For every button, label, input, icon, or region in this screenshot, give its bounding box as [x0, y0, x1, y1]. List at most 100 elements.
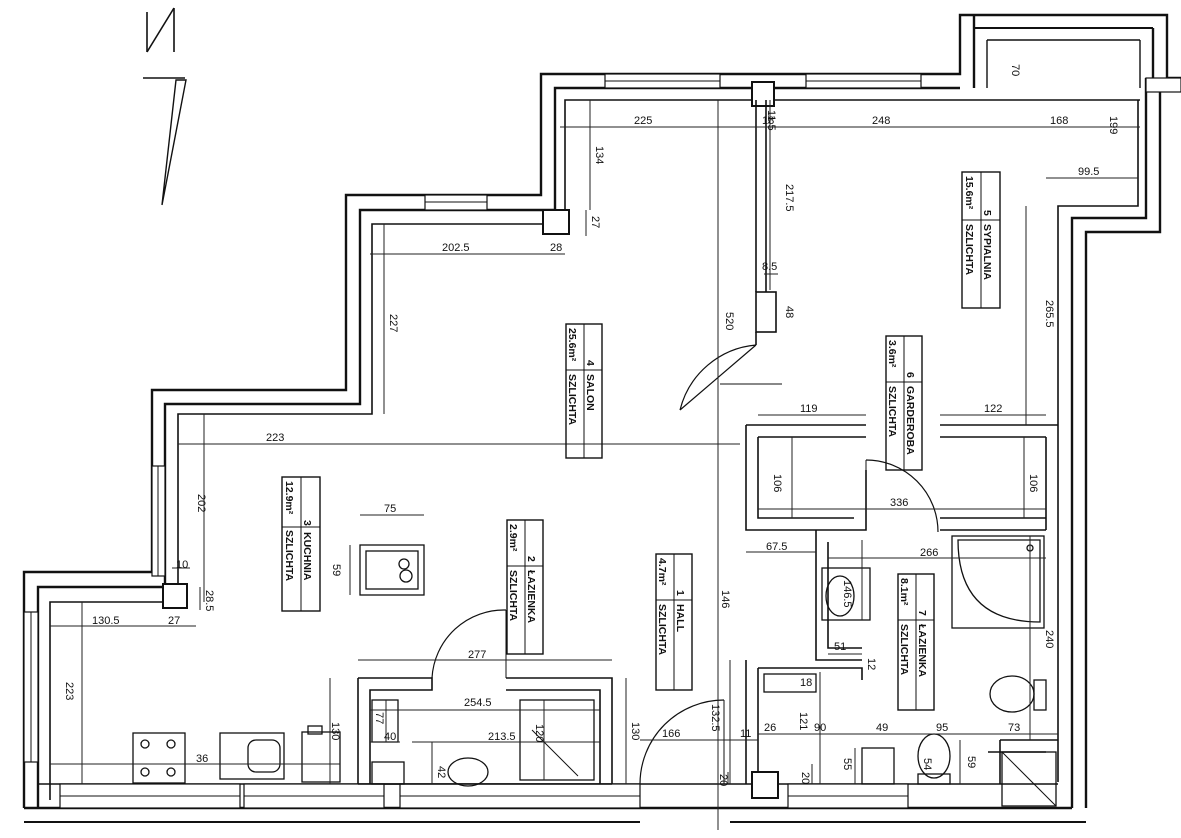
room-number: 6	[904, 372, 916, 378]
dim-120: 120	[533, 724, 545, 742]
dim-20a: 20	[717, 774, 729, 786]
dim-130a: 130	[329, 722, 341, 740]
dim-168: 168	[1050, 115, 1068, 127]
room-finish: SZLICHTA	[886, 386, 898, 438]
room-number: 4	[584, 360, 596, 366]
dim-73: 73	[1008, 722, 1020, 734]
dim-122: 122	[984, 403, 1002, 415]
dim-59b: 59	[965, 756, 977, 768]
room-label-hall: 1 HALL 4.7m² SZLICHTA	[655, 553, 693, 691]
dim-28: 28	[550, 242, 562, 254]
dim-223b: 223	[63, 682, 75, 700]
dim-48: 48	[783, 306, 795, 318]
dim-51: 51	[834, 641, 846, 653]
doors	[431, 344, 939, 785]
dim-36: 36	[196, 753, 208, 765]
room-finish: SZLICHTA	[566, 374, 578, 426]
dim-20b: 20	[799, 772, 811, 784]
room-name: GARDEROBA	[904, 386, 916, 455]
dim-119: 119	[800, 403, 818, 415]
room-number: 2	[525, 556, 537, 562]
dim-336: 336	[890, 497, 908, 509]
room-name: SYPIALNIA	[981, 224, 993, 280]
dim-130b: 130	[629, 722, 641, 740]
room-area: 8.1m²	[898, 578, 910, 606]
room-area: 4.7m²	[656, 558, 668, 586]
dim-95: 95	[936, 722, 948, 734]
room-finish: SZLICHTA	[283, 530, 295, 582]
dim-202: 202	[195, 494, 207, 512]
dim-67-5: 67.5	[766, 541, 787, 553]
room-finish: SZLICHTA	[898, 624, 910, 676]
dim-240: 240	[1043, 630, 1055, 648]
room-label-salon: 4 SALON 25.6m² SZLICHTA	[565, 323, 603, 459]
dim-265-5: 265.5	[1043, 300, 1055, 328]
dimension-lines	[50, 100, 1140, 830]
room-number: 3	[301, 520, 313, 526]
room-area: 3.6m²	[886, 340, 898, 368]
dim-59a: 59	[330, 564, 342, 576]
north-arrow-icon	[143, 7, 187, 206]
room-finish: SZLICHTA	[656, 604, 668, 656]
dimension-labels: 225 18 248 168 11.5 70 199 99.5 134 217.…	[63, 64, 1119, 786]
dim-11-5: 11.5	[765, 110, 777, 131]
dim-18: 18	[762, 115, 774, 127]
dim-12: 12	[865, 658, 877, 670]
dim-106a: 106	[771, 474, 783, 492]
dim-55: 55	[841, 758, 853, 770]
room-area: 25.6m²	[566, 328, 578, 362]
dim-26: 26	[764, 722, 776, 734]
dim-70: 70	[1009, 64, 1021, 76]
room-area: 2.9m²	[507, 524, 519, 552]
room-label-lazienka-small: 2 ŁAZIENKA 2.9m² SZLICHTA	[506, 519, 544, 655]
room-name: ŁAZIENKA	[525, 570, 537, 623]
dim-248: 248	[872, 115, 890, 127]
room-label-sypialnia: 5 SYPIALNIA 15.6m² SZLICHTA	[961, 171, 1001, 309]
dim-132-5: 132.5	[709, 704, 721, 732]
room-number: 5	[981, 210, 993, 216]
room-number: 7	[916, 610, 928, 616]
columns	[162, 81, 779, 799]
room-finish: SZLICHTA	[507, 570, 519, 622]
dim-27a: 27	[589, 216, 601, 228]
room-label-kuchnia: 3 KUCHNIA 12.9m² SZLICHTA	[281, 476, 321, 612]
dim-54: 54	[921, 758, 933, 770]
dim-49: 49	[876, 722, 888, 734]
room-name: SALON	[584, 374, 596, 411]
dim-223a: 223	[266, 432, 284, 444]
dim-225: 225	[634, 115, 652, 127]
room-name: HALL	[674, 604, 686, 633]
dim-8-5: 8.5	[762, 261, 777, 273]
dim-11: 11	[740, 728, 751, 740]
dim-121: 121	[797, 712, 809, 730]
room-finish: SZLICHTA	[963, 224, 975, 276]
dim-199: 199	[1107, 116, 1119, 134]
dim-27b: 27	[168, 615, 180, 627]
dim-75: 75	[384, 503, 396, 515]
dim-520: 520	[723, 312, 735, 330]
dim-146: 146	[719, 590, 731, 608]
dim-146-5: 146.5	[841, 580, 853, 608]
dim-106b: 106	[1027, 474, 1039, 492]
dim-266: 266	[920, 547, 938, 559]
dim-202-5: 202.5	[442, 242, 470, 254]
dim-277: 277	[468, 649, 486, 661]
fixtures	[132, 535, 1057, 807]
room-area: 12.9m²	[283, 481, 295, 515]
room-area: 15.6m²	[963, 176, 975, 210]
room-name: KUCHNIA	[301, 532, 313, 581]
dim-217-5: 217.5	[783, 184, 795, 212]
dim-90: 90	[814, 722, 826, 734]
dim-28-5: 28.5	[203, 590, 215, 611]
windows	[23, 73, 1181, 809]
dim-99-5: 99.5	[1078, 166, 1099, 178]
dim-40: 40	[384, 731, 396, 743]
dim-166: 166	[662, 728, 680, 740]
room-number: 1	[674, 590, 686, 596]
dim-130-5: 130.5	[92, 615, 120, 627]
dim-77: 77	[373, 712, 385, 724]
room-label-lazienka-large: 7 ŁAZIENKA 8.1m² SZLICHTA	[897, 573, 935, 711]
dim-42: 42	[435, 766, 447, 778]
dim-134: 134	[593, 146, 605, 164]
